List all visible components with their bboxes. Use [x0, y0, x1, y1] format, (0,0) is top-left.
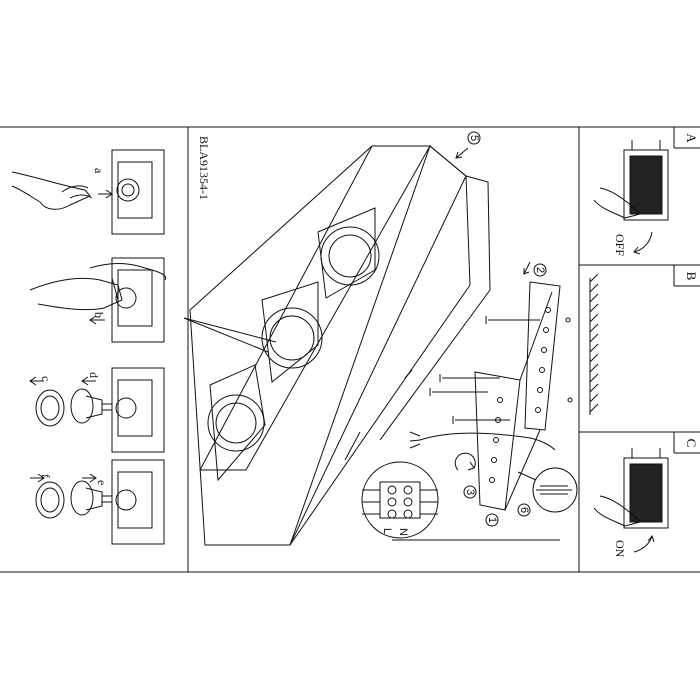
arrow-icon — [30, 473, 45, 483]
rotate-arrow-icon — [633, 231, 653, 255]
step-1-marker — [485, 513, 499, 527]
bulb-step-row-4 — [30, 459, 165, 545]
step-b-label: b — [92, 312, 106, 318]
step-2-marker — [533, 263, 547, 277]
panel-label-a: A — [684, 133, 699, 143]
mounting-bracket — [409, 281, 573, 511]
panel-b-wall — [589, 273, 599, 415]
panel-label-c: C — [684, 439, 699, 448]
rotate-arrow-icon — [454, 452, 476, 471]
arrow-icon — [81, 376, 96, 386]
step-c-label: c — [39, 376, 53, 381]
connector-n-label: N — [397, 528, 409, 536]
panel-c-switch — [593, 448, 669, 553]
step-6-label: 6 — [518, 507, 530, 513]
step-e-label: e — [95, 480, 109, 485]
arrow-icon — [89, 315, 105, 325]
panel-a-switch — [593, 140, 669, 255]
spotlight-3 — [320, 226, 380, 286]
step-3-label: 3 — [464, 489, 476, 495]
arrow-icon — [98, 189, 113, 199]
arrow-icon — [29, 376, 44, 386]
switch-off-label: OFF — [613, 234, 627, 256]
wall-plug-zoom — [517, 467, 578, 513]
arrow-icon — [82, 473, 97, 483]
bulb-step-row-3 — [29, 367, 165, 453]
bulb-step-row-2 — [29, 257, 167, 343]
step-a-label: a — [92, 168, 106, 174]
panel-label-b: B — [684, 272, 699, 281]
step-6-marker — [517, 503, 531, 517]
rotate-arrow-icon — [633, 534, 655, 553]
spotlight-2 — [261, 307, 323, 369]
bulb-step-row-1 — [11, 149, 165, 235]
step-5-marker — [467, 131, 481, 145]
step-3-marker — [463, 485, 477, 499]
arrow-icon — [455, 147, 469, 159]
step-2-label: 2 — [534, 267, 546, 273]
step-d-label: d — [87, 372, 101, 378]
luminaire — [183, 145, 491, 546]
step-1-label: 1 — [486, 517, 498, 523]
terminal-block-zoom — [361, 461, 560, 541]
switch-on-label: ON — [613, 540, 627, 558]
step-5-label: 5 — [468, 135, 480, 141]
spotlight-1 — [207, 394, 265, 452]
connector-l-label: L — [381, 528, 393, 534]
model-number: BLA91354-1 — [197, 136, 211, 200]
arrow-icon — [523, 261, 531, 275]
page-frame — [0, 126, 700, 573]
step-f-label: f — [39, 474, 53, 478]
